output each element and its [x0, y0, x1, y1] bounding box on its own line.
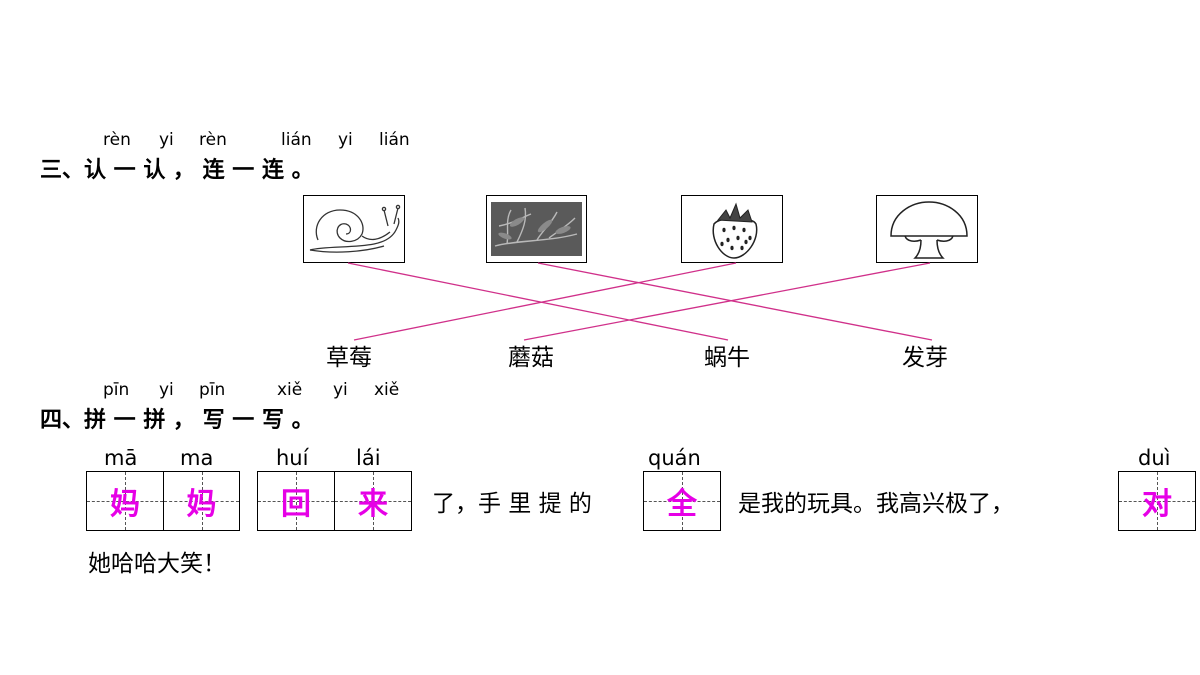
- pinyin: xiě: [277, 380, 303, 400]
- pinyin: lián: [281, 130, 312, 150]
- word-mogu[interactable]: 蘑菇: [508, 345, 554, 371]
- pinyin: xiě: [374, 380, 400, 400]
- word-caomei[interactable]: 草莓: [326, 345, 372, 371]
- pinyin: yi: [159, 130, 174, 150]
- pinyin-lai: lái: [356, 446, 381, 470]
- line-mushroom-to-mogu: [523, 262, 931, 341]
- tian-grid-mama[interactable]: 妈 妈: [86, 471, 240, 531]
- pinyin-quan: quán: [648, 446, 701, 470]
- line-snail-to-woniu: [347, 262, 729, 341]
- picture-mushroom[interactable]: [876, 195, 978, 263]
- answer-char: 妈: [186, 487, 217, 522]
- picture-strawberry[interactable]: [681, 195, 783, 263]
- snail-icon: [309, 204, 401, 253]
- section3-heading: 三、认 一 认 ， 连 一 连 。: [40, 158, 314, 183]
- pinyin: pīn: [103, 380, 130, 400]
- picture-snail[interactable]: [303, 195, 405, 263]
- pinyin-hui: huí: [276, 446, 309, 470]
- pinyin-dui: duì: [1138, 446, 1171, 470]
- word-faya[interactable]: 发芽: [902, 345, 948, 371]
- word-woniu[interactable]: 蜗牛: [704, 345, 750, 371]
- pinyin: rèn: [103, 130, 131, 150]
- tian-grid-dui[interactable]: 对: [1118, 471, 1196, 531]
- sentence-part-1: 了，手 里 提 的: [432, 491, 592, 517]
- tian-grid-quan[interactable]: 全: [643, 471, 721, 531]
- pinyin: yi: [159, 380, 174, 400]
- pinyin: yi: [338, 130, 353, 150]
- sprout-photo-icon: [491, 202, 582, 256]
- line-sprout-to-faya: [537, 262, 933, 341]
- answer-char: 来: [358, 487, 388, 522]
- pinyin-ma2: ma: [180, 446, 214, 470]
- tian-grid-huilai[interactable]: 回 来: [257, 471, 412, 531]
- pinyin-ma1: mā: [104, 446, 138, 470]
- answer-char: 对: [1142, 487, 1172, 522]
- sentence-part-3: 她哈哈大笑！: [88, 551, 226, 577]
- pinyin: pīn: [199, 380, 226, 400]
- picture-sprout[interactable]: [486, 195, 587, 263]
- answer-char: 全: [667, 487, 697, 522]
- pinyin: rèn: [199, 130, 227, 150]
- strawberry-icon: [712, 202, 758, 259]
- answer-char: 妈: [110, 487, 140, 522]
- answer-char: 回: [281, 487, 311, 522]
- pinyin: lián: [379, 130, 410, 150]
- section4-heading: 四、拼 一 拼 ， 写 一 写 。: [40, 408, 314, 433]
- line-strawberry-to-caomei: [353, 262, 737, 341]
- mushroom-icon: [890, 201, 968, 259]
- pinyin: yi: [333, 380, 348, 400]
- sentence-part-2: 是我的玩具。我高兴极了，: [738, 491, 1014, 517]
